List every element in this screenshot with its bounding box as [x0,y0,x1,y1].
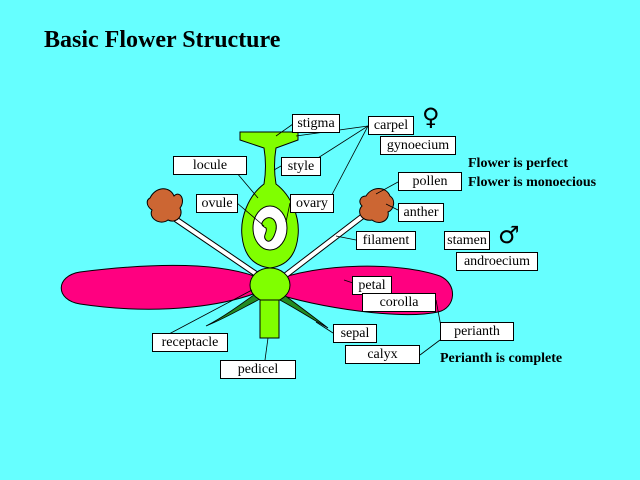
label-ovule: ovule [196,194,238,213]
left-petal [60,264,269,310]
note-complete: Perianth is complete [440,351,563,366]
label-locule: locule [173,156,247,175]
label-ovary: ovary [290,194,334,213]
right-filament-inner [280,204,378,280]
male-symbol-icon: ♂ [498,221,520,249]
label-filament: filament [356,231,416,250]
note-monoecious: Flower is monoecious [468,175,597,190]
label-corolla: corolla [362,293,436,312]
right-anther [359,188,395,223]
note-perfect: Flower is perfect [468,156,569,171]
label-pollen: pollen [398,172,462,191]
ovule-shape [261,217,277,242]
label-perianth: perianth [440,322,514,341]
left-filament-inner [166,212,264,280]
label-style: style [281,157,321,176]
female-symbol-icon: ♀ [422,103,440,131]
label-androecium: androecium [456,252,538,271]
label-stamen: stamen [444,231,490,250]
label-stigma: stigma [292,114,340,133]
label-gynoecium: gynoecium [380,136,456,155]
pedicel-shape [259,299,280,339]
receptacle-shape [249,267,291,303]
label-pedicel: pedicel [220,360,296,379]
label-carpel: carpel [368,116,414,135]
label-anther: anther [398,203,444,222]
label-sepal: sepal [333,324,377,343]
slide-title: Basic Flower Structure [44,27,281,53]
label-receptacle: receptacle [152,333,228,352]
left-anther [146,188,183,223]
left-sepal [205,291,263,327]
label-calyx: calyx [345,345,420,364]
right-sepal [275,291,329,329]
